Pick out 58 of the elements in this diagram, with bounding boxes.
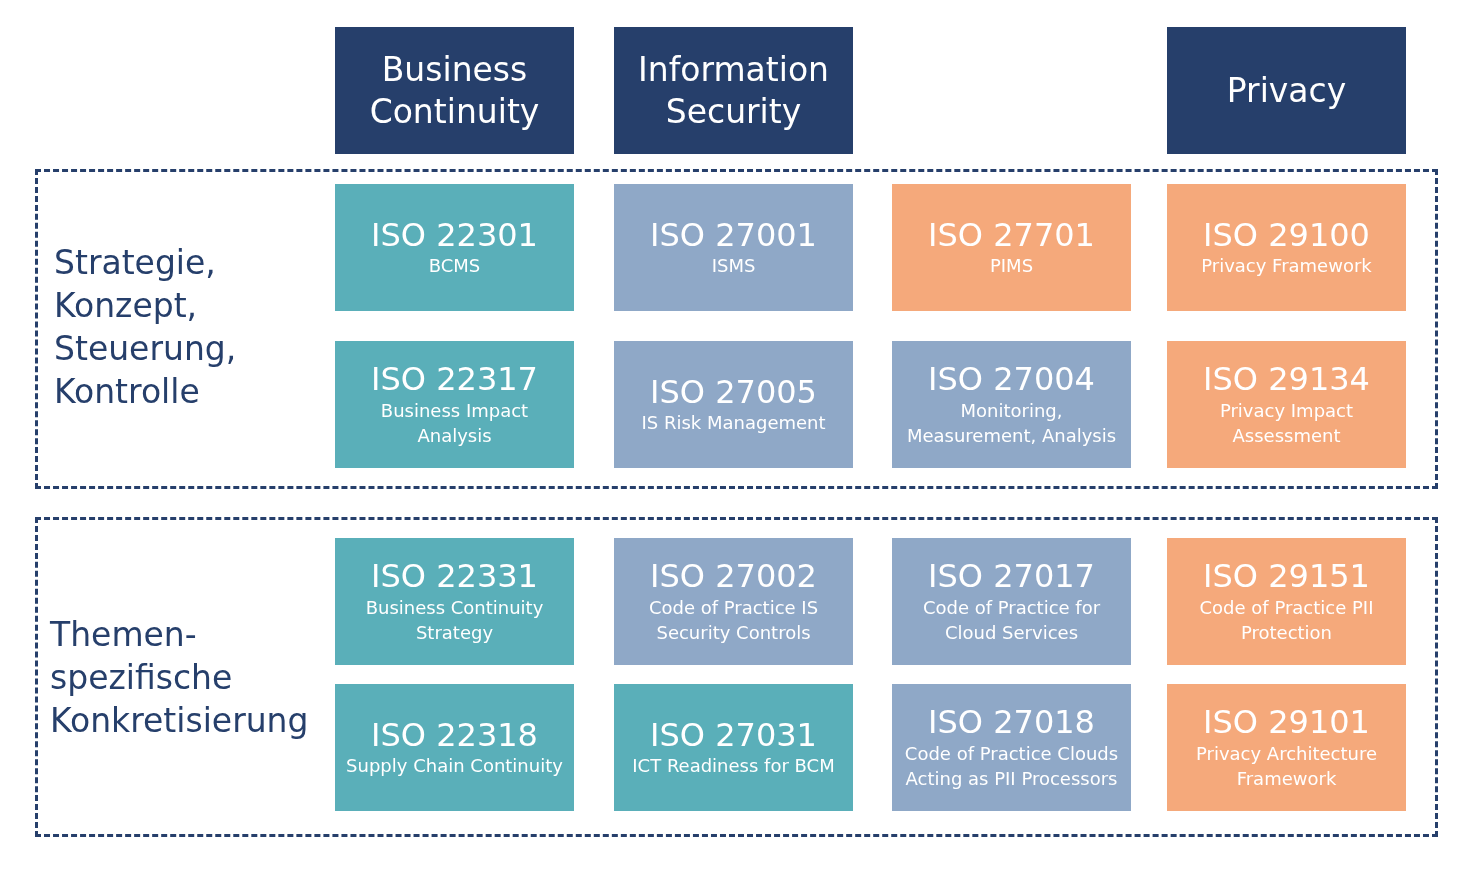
- standard-description: IS Risk Management: [640, 411, 827, 436]
- header-text: Information Security: [637, 49, 830, 132]
- standard-description: Code of Practice Clouds Acting as PII Processors: [903, 741, 1120, 791]
- standard-tile: [614, 341, 853, 468]
- category-header: [335, 27, 574, 154]
- standard-number: ISO 22301: [371, 216, 538, 254]
- dashed-group-frame: [35, 517, 1438, 837]
- standard-description: PIMS: [988, 254, 1035, 279]
- standard-description: Privacy Architecture Framework: [1194, 741, 1379, 791]
- standard-number: ISO 27018: [928, 703, 1095, 741]
- standard-tile: [614, 184, 853, 311]
- standard-tile: [614, 684, 853, 811]
- standard-description: Privacy Impact Assessment: [1218, 398, 1355, 448]
- standard-tile: [892, 341, 1131, 468]
- standard-description: Privacy Framework: [1200, 254, 1373, 279]
- standard-tile: [1167, 684, 1406, 811]
- standard-description: Business Continuity Strategy: [364, 595, 545, 645]
- standard-tile: [892, 538, 1131, 665]
- standard-description: Business Impact Analysis: [379, 398, 530, 448]
- standard-number: ISO 27017: [928, 557, 1095, 595]
- standard-tile: [614, 538, 853, 665]
- category-header: [1167, 27, 1406, 154]
- standard-tile: [1167, 538, 1406, 665]
- standard-tile: [335, 684, 574, 811]
- standard-number: ISO 29101: [1203, 703, 1370, 741]
- standard-number: ISO 29100: [1203, 216, 1370, 254]
- standard-tile: [335, 184, 574, 311]
- standard-description: BCMS: [427, 254, 482, 279]
- standard-description: Code of Practice PII Protection: [1198, 595, 1375, 645]
- standard-tile: [1167, 184, 1406, 311]
- standard-number: ISO 22318: [371, 716, 538, 754]
- standard-number: ISO 27002: [650, 557, 817, 595]
- standard-description: ICT Readiness for BCM: [631, 754, 836, 779]
- standard-number: ISO 27004: [928, 360, 1095, 398]
- standard-number: ISO 29151: [1203, 557, 1370, 595]
- group-label: Strategie, Konzept, Steuerung, Kontrolle: [54, 242, 238, 413]
- standard-number: ISO 27701: [928, 216, 1095, 254]
- standard-tile: [335, 341, 574, 468]
- standard-description: Code of Practice IS Security Controls: [647, 595, 820, 645]
- standard-description: ISMS: [710, 254, 757, 279]
- standard-number: ISO 27005: [650, 373, 817, 411]
- standard-tile: [892, 684, 1131, 811]
- standard-number: ISO 27001: [650, 216, 817, 254]
- standard-description: Supply Chain Continuity: [345, 754, 564, 779]
- standard-number: ISO 27031: [650, 716, 817, 754]
- standard-number: ISO 29134: [1203, 360, 1370, 398]
- group-label: Themen-spezifische Konkretisierung: [50, 614, 310, 742]
- header-text: Privacy: [1225, 69, 1348, 112]
- standard-tile: [892, 184, 1131, 311]
- header-text: Business Continuity: [368, 49, 541, 132]
- standard-number: ISO 22317: [371, 360, 538, 398]
- standard-tile: [335, 538, 574, 665]
- category-header: [614, 27, 853, 154]
- standard-description: Monitoring, Measurement, Analysis: [905, 398, 1118, 448]
- standard-number: ISO 22331: [371, 557, 538, 595]
- dashed-group-frame: [35, 169, 1438, 489]
- standard-tile: [1167, 341, 1406, 468]
- standard-description: Code of Practice for Cloud Services: [921, 595, 1102, 645]
